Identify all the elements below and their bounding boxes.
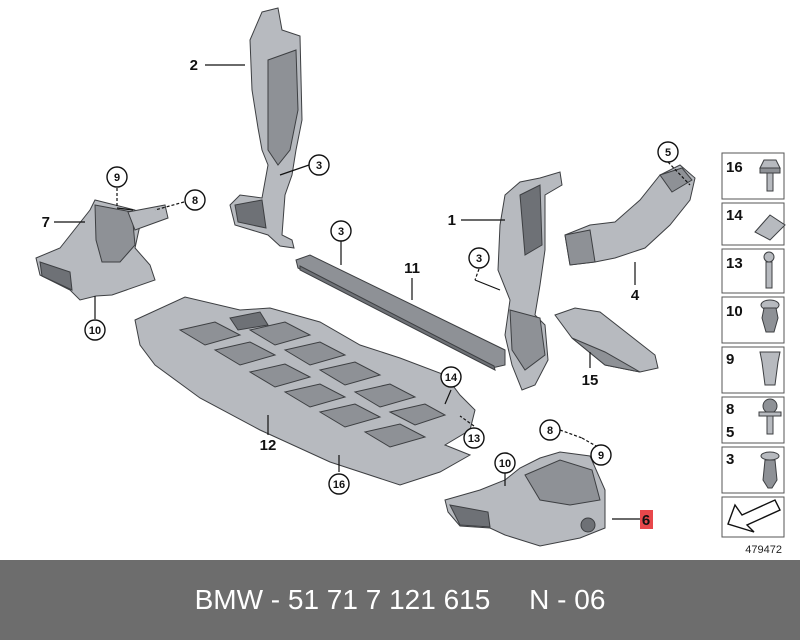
legend-cell-8-5: 8 5 (721, 396, 785, 444)
legend-cell-13: 13 (721, 248, 785, 294)
part-1 (497, 171, 563, 391)
label-4: 4 (631, 287, 640, 304)
svg-text:10: 10 (499, 458, 511, 470)
fastener-legend: 16 14 13 10 9 8 (721, 152, 786, 556)
svg-text:13: 13 (726, 255, 743, 272)
part-11 (295, 254, 506, 371)
highlight-6 (640, 510, 653, 529)
svg-text:9: 9 (726, 351, 734, 368)
part-2 (229, 7, 303, 249)
svg-text:10: 10 (89, 325, 101, 337)
svg-text:8: 8 (726, 401, 734, 418)
part-number-caption: BMW - 51 71 7 121 615 N - 06 (194, 584, 606, 615)
callout-9b: 9 (590, 444, 612, 466)
svg-text:9: 9 (598, 450, 604, 462)
legend-cell-16: 16 (721, 152, 785, 200)
callout-13: 13 (463, 427, 485, 449)
callout-10a: 10 (84, 319, 106, 341)
callout-3c: 3 (468, 247, 490, 269)
legend-cell-10: 10 (721, 296, 785, 344)
svg-text:5: 5 (665, 147, 671, 159)
legend-cell-14: 14 (721, 202, 786, 246)
drawing-number: 479472 (745, 544, 782, 556)
label-7: 7 (42, 214, 50, 231)
direction-arrow-icon (727, 499, 781, 533)
legend-cell-3: 3 (721, 446, 785, 494)
svg-text:5: 5 (726, 424, 734, 441)
svg-text:13: 13 (468, 433, 480, 445)
callout-3b: 3 (330, 220, 352, 242)
svg-text:8: 8 (192, 195, 198, 207)
callout-14: 14 (440, 366, 462, 388)
svg-text:16: 16 (726, 159, 743, 176)
svg-text:14: 14 (445, 372, 458, 384)
svg-text:3: 3 (476, 253, 482, 265)
parts-diagram: 2 7 1 11 4 15 12 6 3 9 8 10 3 3 5 14 13 … (35, 7, 786, 556)
label-15: 15 (582, 372, 599, 389)
callout-3a: 3 (308, 154, 330, 176)
footer-bar: BMW - 51 71 7 121 615 N - 06 (0, 560, 800, 640)
svg-text:10: 10 (726, 303, 743, 320)
legend-cell-arrow (721, 496, 785, 538)
svg-text:3: 3 (316, 160, 322, 172)
part-6 (444, 451, 606, 547)
label-11: 11 (404, 260, 420, 277)
callout-16: 16 (328, 473, 350, 495)
svg-text:8: 8 (547, 425, 553, 437)
panel-cells (178, 321, 447, 448)
callout-5: 5 (657, 141, 679, 163)
callout-10b: 10 (494, 452, 516, 474)
label-6: 6 (642, 512, 650, 529)
svg-text:3: 3 (338, 226, 344, 238)
callout-9a: 9 (106, 166, 128, 188)
part-15 (554, 307, 659, 373)
label-1: 1 (448, 212, 456, 229)
callout-8b: 8 (539, 419, 561, 441)
leader-lines (54, 64, 691, 520)
part-12 (134, 296, 476, 486)
svg-text:3: 3 (726, 451, 734, 468)
part-7 (35, 199, 169, 301)
legend-cell-9: 9 (721, 346, 785, 394)
label-12: 12 (260, 437, 277, 454)
callout-8a: 8 (184, 189, 206, 211)
label-2: 2 (190, 57, 198, 74)
svg-text:16: 16 (333, 479, 345, 491)
part-4 (564, 164, 696, 266)
svg-text:14: 14 (726, 207, 743, 224)
svg-text:9: 9 (114, 172, 120, 184)
